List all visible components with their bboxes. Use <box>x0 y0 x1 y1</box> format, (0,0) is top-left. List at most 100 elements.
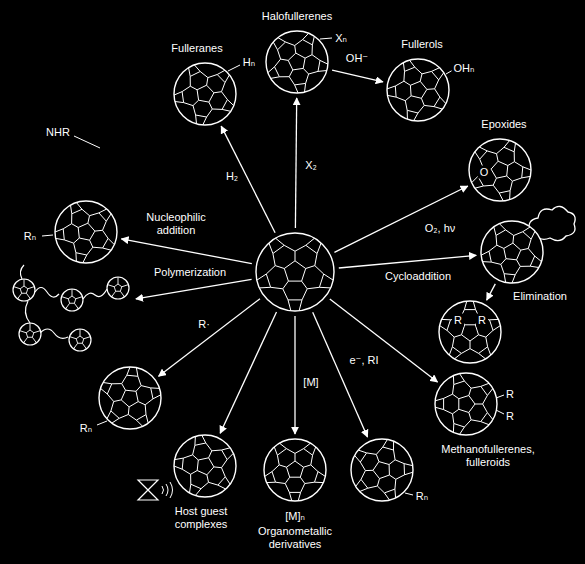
cage-bonds <box>440 301 501 359</box>
fullerene-node: Rₙ <box>54 200 118 264</box>
cage-outline <box>55 201 117 263</box>
fullerene-cage <box>173 434 237 498</box>
reagent-label: Elimination <box>511 290 569 303</box>
fullerene-node: Rₙ <box>350 438 414 502</box>
fullerene-cage <box>173 62 237 126</box>
substituent-label: O <box>478 166 491 179</box>
reaction-arrow <box>294 316 295 434</box>
cage-bonds <box>355 440 413 501</box>
leader-line <box>228 65 240 71</box>
cage-bonds <box>472 141 531 201</box>
group-label: NHR <box>44 126 72 139</box>
polymer-unit <box>19 323 41 345</box>
cage-outline <box>435 373 497 435</box>
leader-line <box>74 136 100 148</box>
fullerene-node: EpoxidesO <box>468 138 532 202</box>
cage-bonds <box>481 224 541 283</box>
cage-outline <box>174 63 236 125</box>
fullerene-node: Rₙ <box>98 366 162 430</box>
leader-line <box>97 421 107 425</box>
fullerene-node: Host guest complexes <box>173 434 237 498</box>
hourglass-symbol <box>138 480 158 500</box>
cage-bonds <box>265 443 326 501</box>
reagent-label: R· <box>196 318 212 331</box>
compound-name: Halofullerenes <box>260 10 334 23</box>
reagent-label: [M] <box>301 376 320 389</box>
cage-outline <box>469 139 531 201</box>
reagent-label: e⁻, RI <box>347 354 380 367</box>
fullerene-cage <box>434 372 498 436</box>
polymer-group <box>8 268 132 352</box>
fullerene-node: [M]ₙOrganometallic derivatives <box>263 438 327 502</box>
fullerene-node <box>255 232 335 312</box>
reaction-arrow <box>136 279 252 299</box>
fullerene-cage <box>386 58 450 122</box>
compound-name: Fulleranes <box>169 42 224 55</box>
compound-name: Organometallic derivatives <box>243 525 347 551</box>
cage-outline <box>387 59 449 121</box>
substituent-label: Hₙ <box>241 56 257 69</box>
reagent-label: X₂ <box>303 159 319 172</box>
reaction-arrow <box>487 284 496 300</box>
cage-bonds <box>257 238 333 311</box>
cage-bonds <box>174 435 233 495</box>
cage-bonds <box>174 65 234 125</box>
reaction-arrow <box>159 299 260 377</box>
polymer-unit <box>69 329 91 351</box>
reagent-label: OH⁻ <box>344 52 370 65</box>
cage-outline <box>351 439 413 501</box>
polymer-unit <box>107 277 129 299</box>
leader-line <box>320 38 332 39</box>
reagent-label: Cycloaddition <box>383 270 453 283</box>
reagent-label: H₂ <box>224 170 240 183</box>
substituent-label: OHₙ <box>452 62 477 75</box>
polymer-unit <box>61 289 83 311</box>
reaction-arrow <box>332 70 383 82</box>
cage-outline <box>481 221 543 283</box>
substituent-label: Rₙ <box>78 422 94 435</box>
cage-bonds <box>55 203 114 263</box>
fullerene-cage <box>255 232 335 312</box>
substituent-label: Xₙ <box>333 32 349 45</box>
compound-name: Epoxides <box>479 118 528 131</box>
leader-line <box>405 493 413 495</box>
cage-bonds <box>387 60 446 120</box>
reaction-arrow <box>221 126 275 233</box>
substituent-label: R <box>476 314 488 327</box>
fullerene-node: FullerolsOHₙ <box>386 58 450 122</box>
cage-outline <box>99 367 161 429</box>
cage-outline <box>256 233 334 311</box>
reagent-label: Nucleophilic addition <box>138 211 214 237</box>
fullerene-cage <box>54 200 118 264</box>
substituent-label: R <box>504 410 516 423</box>
compound-name: Fullerols <box>399 38 445 51</box>
reaction-arrow <box>220 312 276 433</box>
fullerene-node: HalofullerenesXₙ <box>265 30 329 94</box>
fullerene-cage <box>98 366 162 430</box>
reaction-arrow <box>121 239 251 264</box>
cage-outline <box>266 31 328 93</box>
fullerene-cage <box>265 30 329 94</box>
substituent-label: R <box>452 314 464 327</box>
cage-bonds <box>101 367 161 426</box>
polymer-unit <box>13 279 35 301</box>
fullerene-cage <box>438 300 502 364</box>
cage-outline <box>174 435 236 497</box>
reaction-arrow <box>295 98 296 228</box>
vibration-marks <box>162 482 173 498</box>
substituent-label: Rₙ <box>22 230 38 243</box>
cage-bonds <box>268 33 328 93</box>
reaction-arrow <box>339 255 476 268</box>
reaction-arrow <box>334 186 467 252</box>
reaction-arrow <box>313 312 368 437</box>
compound-name: Host guest complexes <box>157 505 245 531</box>
fullerene-cage <box>480 220 544 284</box>
fullerene-node: RRMethanofullerenes, fulleroids <box>434 372 498 436</box>
fullerene-node: FulleranesHₙ <box>173 62 237 126</box>
reagent-label: O₂, hν <box>423 222 458 235</box>
cage-bonds <box>435 374 493 435</box>
fullerene-node: RR <box>438 300 502 364</box>
substituent-label: R <box>504 388 516 401</box>
fullerene-cage <box>350 438 414 502</box>
